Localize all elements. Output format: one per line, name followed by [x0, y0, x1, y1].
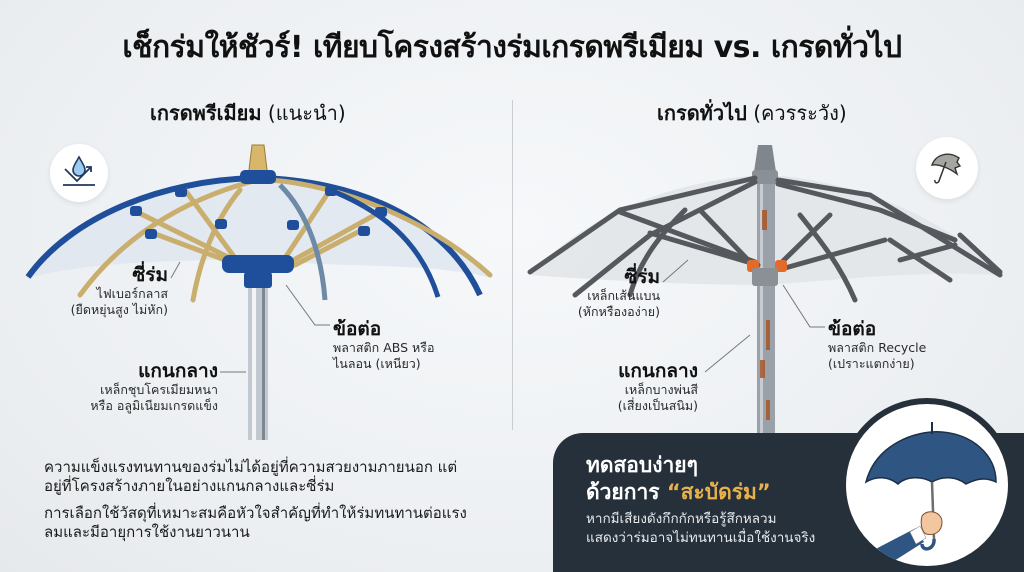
premium-shaft-label: แกนกลาง เหล็กชุบโครเมียมหนา หรือ อลูมิเน…: [60, 360, 218, 414]
premium-shaft-title: แกนกลาง: [138, 360, 218, 382]
standard-ribs-line-1: เหล็กเส้นแบน: [587, 288, 660, 303]
standard-joint-line-2: (เปราะแตกง่าย): [828, 356, 915, 371]
summary-text: ความแข็งแรงทนทานของร่มไม่ได้อยู่ที่ความส…: [44, 458, 474, 550]
tip-heading-prefix: ด้วยการ: [586, 480, 667, 504]
standard-joint-line-1: พลาสติก Recycle: [828, 340, 927, 355]
standard-heading: เกรดทั่วไป (ควรระวัง): [657, 97, 847, 129]
tip-heading: ทดสอบง่ายๆ ด้วยการ “สะบัดร่ม”: [586, 452, 771, 506]
column-divider: [512, 100, 513, 430]
premium-ribs-line-1: ไฟเบอร์กลาส: [96, 286, 168, 301]
premium-heading-title: เกรดพรีเมียม: [150, 101, 262, 125]
standard-shaft-label: แกนกลาง เหล็กบางพ่นสี (เสี่ยงเป็นสนิม): [590, 360, 698, 414]
tip-description-line-1: หากมีเสียงดังกึกกักหรือรู้สึกหลวม: [586, 511, 777, 527]
standard-shaft-line-1: เหล็กบางพ่นสี: [624, 382, 698, 397]
standard-shaft-line-2: (เสี่ยงเป็นสนิม): [617, 398, 698, 413]
premium-ribs-title: ซี่ร่ม: [132, 264, 168, 286]
premium-joint-line-2: ไนลอน (เหนียว): [333, 356, 421, 371]
standard-ribs-line-2: (หักหรืององ่าย): [577, 304, 660, 319]
standard-shaft-title: แกนกลาง: [618, 360, 698, 382]
premium-joint-title: ข้อต่อ: [333, 318, 382, 340]
tip-description: หากมีเสียงดังกึกกักหรือรู้สึกหลวม แสดงว่…: [586, 510, 815, 548]
premium-shaft-line-1: เหล็กชุบโครเมียมหนา: [100, 382, 218, 397]
premium-joint-label: ข้อต่อ พลาสติก ABS หรือ ไนลอน (เหนียว): [333, 318, 483, 372]
tip-heading-highlight: “สะบัดร่ม”: [666, 480, 771, 504]
standard-ribs-title: ซี่ร่ม: [624, 266, 660, 288]
water-repellent-icon: [50, 144, 108, 202]
premium-umbrella-diagram: [25, 144, 493, 440]
standard-heading-note: (ควรระวัง): [753, 101, 847, 125]
premium-shaft-line-2: หรือ อลูมิเนียมเกรดแข็ง: [90, 398, 218, 413]
premium-ribs-line-2: (ยืดหยุ่นสูง ไม่หัก): [70, 302, 168, 317]
hand-holding-umbrella-icon: [840, 398, 1014, 572]
summary-paragraph-1: ความแข็งแรงทนทานของร่มไม่ได้อยู่ที่ความส…: [44, 458, 458, 495]
tip-heading-line-2: ด้วยการ “สะบัดร่ม”: [586, 479, 771, 506]
premium-heading: เกรดพรีเมียม (แนะนำ): [150, 97, 346, 129]
premium-ribs-label: ซี่ร่ม ไฟเบอร์กลาส (ยืดหยุ่นสูง ไม่หัก): [58, 264, 168, 318]
standard-umbrella-diagram: [527, 145, 1003, 440]
summary-paragraph-2: การเลือกใช้วัสดุที่เหมาะสมคือหัวใจสำคัญท…: [44, 504, 467, 541]
tip-heading-line-1: ทดสอบง่ายๆ: [586, 453, 698, 477]
premium-heading-note: (แนะนำ): [267, 101, 346, 125]
page-title: เช็กร่มให้ชัวร์! เทียบโครงสร้างร่มเกรดพร…: [122, 30, 902, 65]
premium-joint-line-1: พลาสติก ABS หรือ: [333, 340, 435, 355]
tip-description-line-2: แสดงว่าร่มอาจไม่ทนทานเมื่อใช้งานจริง: [586, 530, 816, 546]
standard-joint-label: ข้อต่อ พลาสติก Recycle (เปราะแตกง่าย): [828, 318, 978, 372]
standard-heading-title: เกรดทั่วไป: [657, 101, 747, 125]
broken-umbrella-icon: [916, 137, 978, 199]
standard-joint-title: ข้อต่อ: [828, 318, 877, 340]
standard-ribs-label: ซี่ร่ม เหล็กเส้นแบน (หักหรืององ่าย): [560, 266, 660, 320]
